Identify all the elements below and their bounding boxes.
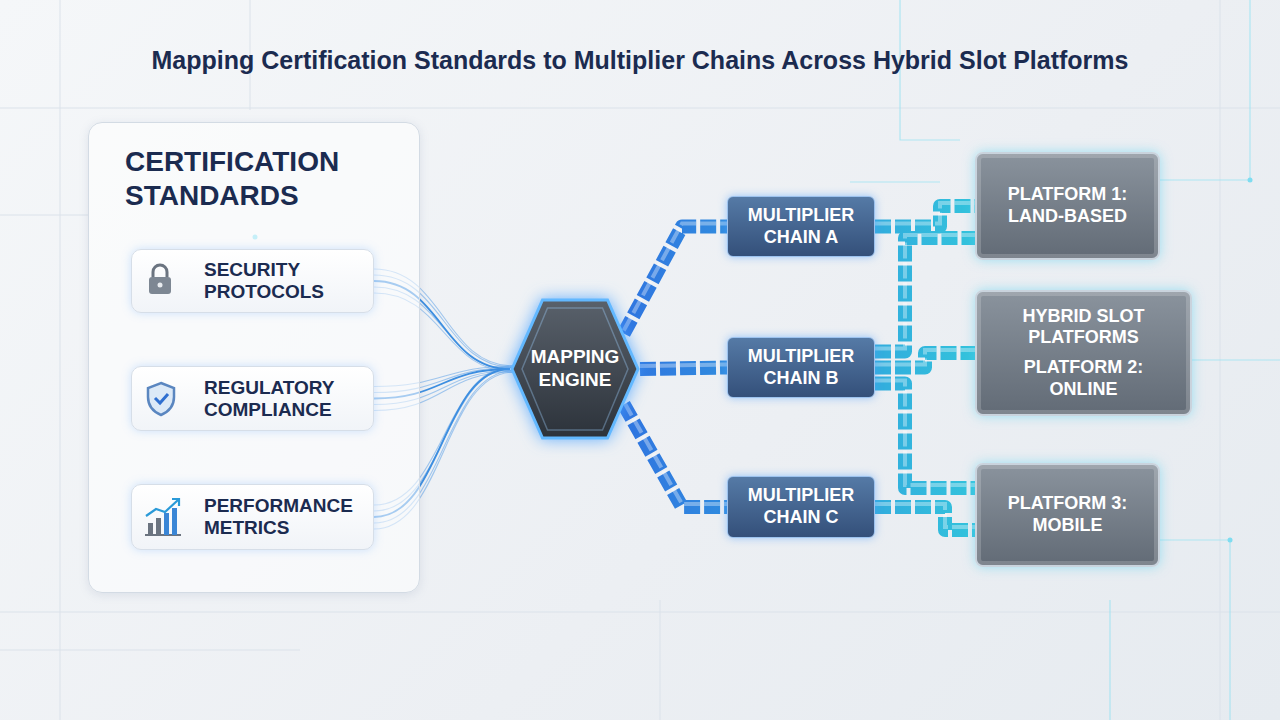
block-chain-connector <box>624 224 727 334</box>
standard-label: SECURITY PROTOCOLS <box>204 259 363 303</box>
chain-label: MULTIPLIER CHAIN B <box>736 346 866 389</box>
chain-highlight <box>875 381 975 486</box>
block-chain-connector <box>875 203 975 227</box>
block-chain-connector <box>624 402 727 508</box>
platform-label: PLATFORM 2: ONLINE <box>991 357 1176 400</box>
chain-blocks <box>875 238 975 352</box>
diagram-title: Mapping Certification Standards to Multi… <box>0 46 1280 75</box>
chain-highlight <box>875 350 975 365</box>
chain-box: MULTIPLIER CHAIN B <box>727 337 875 398</box>
block-chain-connector <box>640 365 727 370</box>
chain-highlight <box>875 235 975 349</box>
hexagon-shape <box>512 300 638 438</box>
chain-label: MULTIPLIER CHAIN A <box>736 205 866 248</box>
engine-label: MAPPING ENGINE <box>520 346 630 392</box>
standard-box: REGULATORY COMPLIANCE <box>131 366 374 431</box>
block-chain-connector <box>875 504 975 530</box>
chain-label: MULTIPLIER CHAIN C <box>736 485 866 528</box>
block-chain-connector <box>875 381 975 489</box>
chain-highlight <box>875 203 975 224</box>
chain-highlight <box>624 224 727 331</box>
chain-blocks <box>875 384 975 489</box>
engine-hexagon: MAPPING ENGINE <box>510 298 640 440</box>
standard-box: PERFORMANCE METRICS <box>131 484 374 550</box>
chain-box: MULTIPLIER CHAIN C <box>727 476 875 538</box>
standard-box: SECURITY PROTOCOLS <box>131 249 374 313</box>
platform-box: PLATFORM 3: MOBILE <box>975 463 1160 567</box>
standard-label: REGULATORY COMPLIANCE <box>204 377 363 421</box>
platform-box: PLATFORM 1: LAND-BASED <box>975 152 1160 260</box>
standard-label: PERFORMANCE METRICS <box>204 495 363 539</box>
platform-label: HYBRID SLOT PLATFORMS <box>991 306 1176 349</box>
chain-highlight <box>640 365 727 367</box>
block-chain-connector <box>875 235 975 352</box>
block-chain-connector <box>875 350 975 368</box>
panel-heading: CERTIFICATION STANDARDS <box>125 145 405 212</box>
platform-box: HYBRID SLOT PLATFORMS PLATFORM 2: ONLINE <box>975 290 1192 416</box>
group-panel: CERTIFICATION STANDARDS SECURITY PROTOCOL… <box>88 122 420 593</box>
platform-label: PLATFORM 1: LAND-BASED <box>991 184 1144 227</box>
chain-highlight <box>875 504 975 527</box>
platform-label: PLATFORM 3: MOBILE <box>991 493 1144 536</box>
chain-blocks <box>624 227 727 334</box>
chain-highlight <box>624 402 727 505</box>
chain-box: MULTIPLIER CHAIN A <box>727 196 875 257</box>
